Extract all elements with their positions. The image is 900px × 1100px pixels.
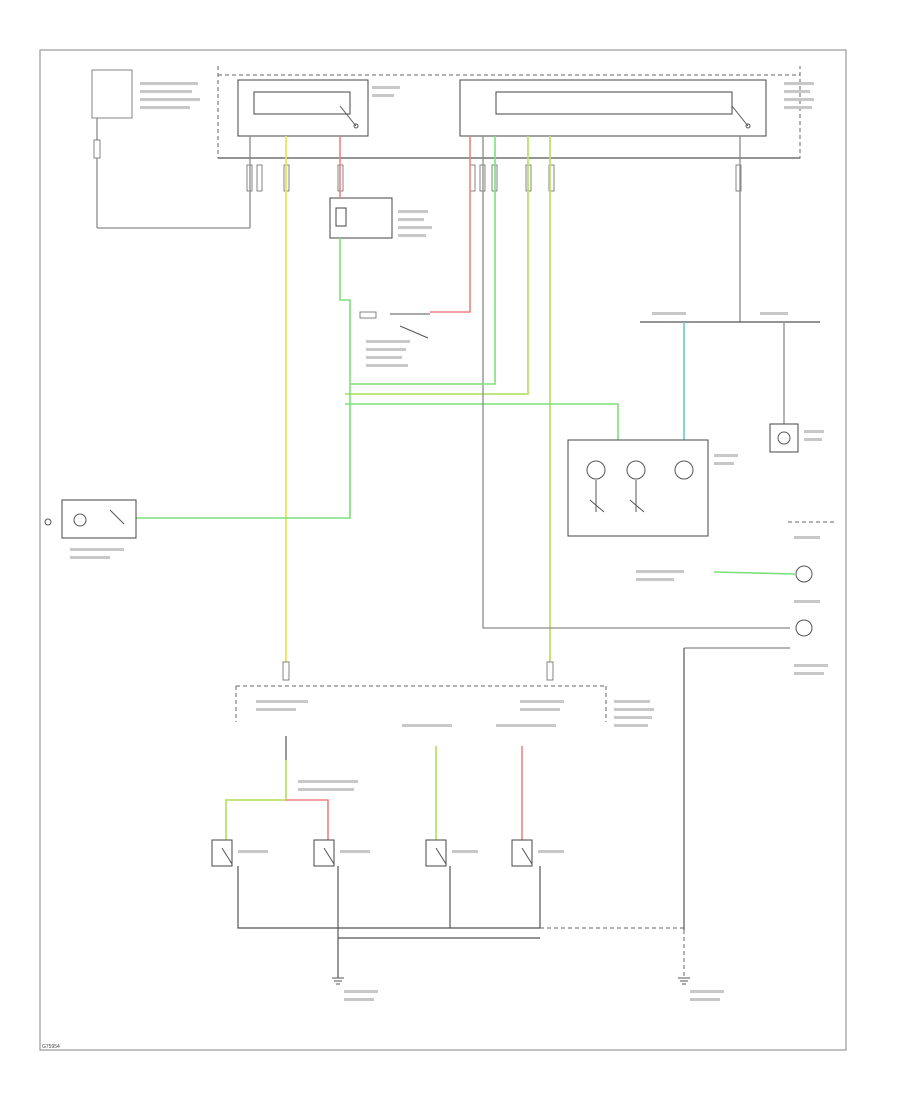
switch-3 [425,839,447,867]
green-wire-495 [350,136,496,385]
ground-bus-bottom [237,866,541,929]
figure-tag: G75954 [42,1044,60,1050]
mid-switch [359,136,471,339]
lower-module [235,685,607,722]
switch-2 [313,839,335,867]
lightgreen-wire-mid [345,136,529,395]
ground-symbol-left [332,977,344,985]
diagram-frame [39,49,847,1051]
right-bulbs [684,521,836,649]
gray-wire-right [482,136,790,629]
connector-green-end [546,661,554,681]
switch-4 [511,839,533,867]
green-wire-fuse [339,238,351,408]
lamp-module [567,439,709,537]
fuse-box [329,197,393,239]
left-lamp [44,499,137,539]
lower-lightgreen-wire [225,760,287,840]
green-wire-left-lamp [136,408,351,519]
lower-pink-wire-1 [286,799,329,840]
green-wire-branch [345,403,619,440]
switch-1 [211,839,233,867]
top-switch-assembly [217,66,801,159]
connector-yellow-end [282,661,290,681]
left-switch-block [91,69,250,229]
label-marks [70,82,828,1001]
right-lamp [769,423,799,453]
ground-symbol-right [678,977,690,985]
top-connectors [246,164,742,192]
